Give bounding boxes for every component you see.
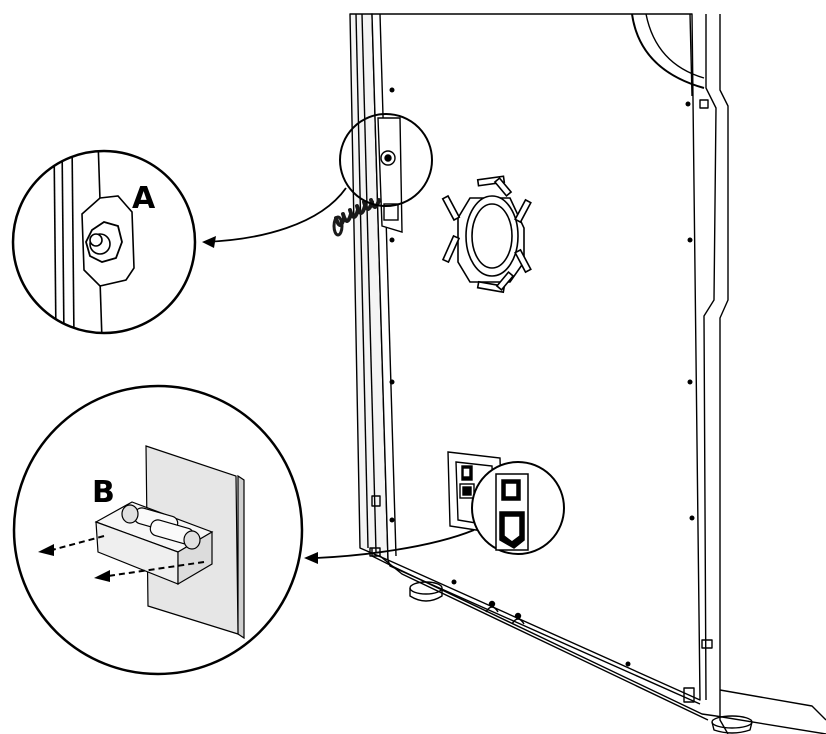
callout-b: B: [12, 384, 565, 676]
source-socket-face: [503, 515, 521, 543]
callout-a-magnified-detail: [53, 151, 135, 333]
valve-plate: [377, 117, 403, 233]
corner-bracket: [683, 687, 695, 703]
panel-screw: [625, 661, 631, 667]
panel-screw: [687, 379, 693, 385]
callout-b-source-detail: [495, 473, 529, 551]
corner-bracket: [699, 99, 709, 109]
power-inlet-switch-face: [462, 467, 471, 478]
top-fan-opening: [631, 13, 705, 89]
pull-arrow-line: [107, 561, 205, 577]
panel-screw: [389, 517, 395, 523]
cabinet-foot: [711, 715, 753, 729]
valve-stem: [384, 154, 392, 162]
fuse-tray-side: [177, 530, 213, 586]
power-inlet-socket-slot: [462, 486, 472, 496]
callout-a: A: [11, 113, 433, 335]
corner-bracket: [701, 639, 713, 649]
callout-a-label: A: [132, 181, 156, 216]
cabinet-foot-side: [409, 588, 443, 602]
panel-screw: [685, 101, 691, 107]
top-fan-opening-inner: [645, 13, 705, 79]
panel-screw: [389, 87, 395, 93]
magnified-valve-stem-inner: [89, 233, 103, 247]
magnified-edge-line: [53, 151, 57, 333]
magnified-edge-line: [99, 279, 103, 333]
valve-plate-tab: [383, 203, 399, 221]
cabinet-right-frame: [703, 14, 717, 701]
cabinet-left-side-inner-line: [355, 13, 369, 549]
magnified-edge-line: [71, 151, 75, 333]
cabinet-right-side-panel: [719, 689, 826, 721]
pull-arrow-head: [38, 544, 54, 556]
vent-slot: [476, 175, 506, 187]
magnified-edge-line: [61, 151, 65, 333]
cabinet-rear-panel: [371, 13, 701, 701]
vent-port-inner: [471, 203, 513, 269]
callout-b-connector: [315, 529, 475, 559]
callout-b-magnified-detail: [94, 445, 245, 640]
callout-a-source-circle: [339, 113, 433, 207]
vent-slot: [495, 271, 515, 291]
vent-slot: [514, 248, 532, 274]
fuse-cap: [183, 530, 201, 550]
callout-b-label: B: [92, 475, 115, 510]
panel-screw: [689, 515, 695, 521]
callout-b-magnifier-ring: [12, 384, 304, 676]
cabinet-foot-side: [711, 721, 753, 734]
panel-screws: [389, 87, 695, 667]
cabinet-right-side-panel-line: [715, 715, 826, 734]
pull-arrow-head: [94, 570, 110, 582]
cabinet-right-frame-outer: [719, 14, 729, 734]
source-switch-face: [504, 482, 518, 498]
panel-screw: [389, 379, 395, 385]
cabinet-bottom-lip: [379, 555, 709, 721]
panel-screw: [451, 579, 457, 585]
corner-bracket: [371, 495, 381, 507]
fuse-cap: [121, 504, 139, 524]
spring-coil: [369, 198, 381, 209]
callout-a-connector: [203, 187, 347, 243]
vent-slot: [441, 194, 461, 222]
vent-slot: [493, 177, 513, 197]
fuse-holder-plate-side: [237, 474, 245, 640]
callout-a-magnifier-ring: [11, 149, 197, 335]
panel-screw: [389, 237, 395, 243]
pull-arrow-line: [51, 535, 105, 551]
bottom-notch-hole: [488, 600, 496, 608]
cabinet-left-side-inner-line: [361, 13, 377, 553]
bottom-notch-hole: [514, 612, 522, 620]
callout-b-pull-arrows: [38, 535, 205, 582]
vent-port: [441, 175, 532, 294]
magnified-edge-line: [97, 151, 101, 201]
fuse: [149, 519, 201, 550]
vent-slot: [476, 280, 506, 294]
vent-slot: [514, 198, 532, 224]
panel-screw: [687, 237, 693, 243]
cabinet: [349, 13, 826, 734]
cabinet-bottom-edge: [387, 559, 701, 705]
spring-end: [332, 215, 344, 237]
cabinet-right-edge: [689, 13, 693, 97]
panel-frame-line: [379, 13, 397, 557]
callout-a-arrowhead: [202, 236, 216, 248]
vent-slot: [441, 234, 461, 264]
callout-b-arrowhead: [304, 552, 318, 564]
